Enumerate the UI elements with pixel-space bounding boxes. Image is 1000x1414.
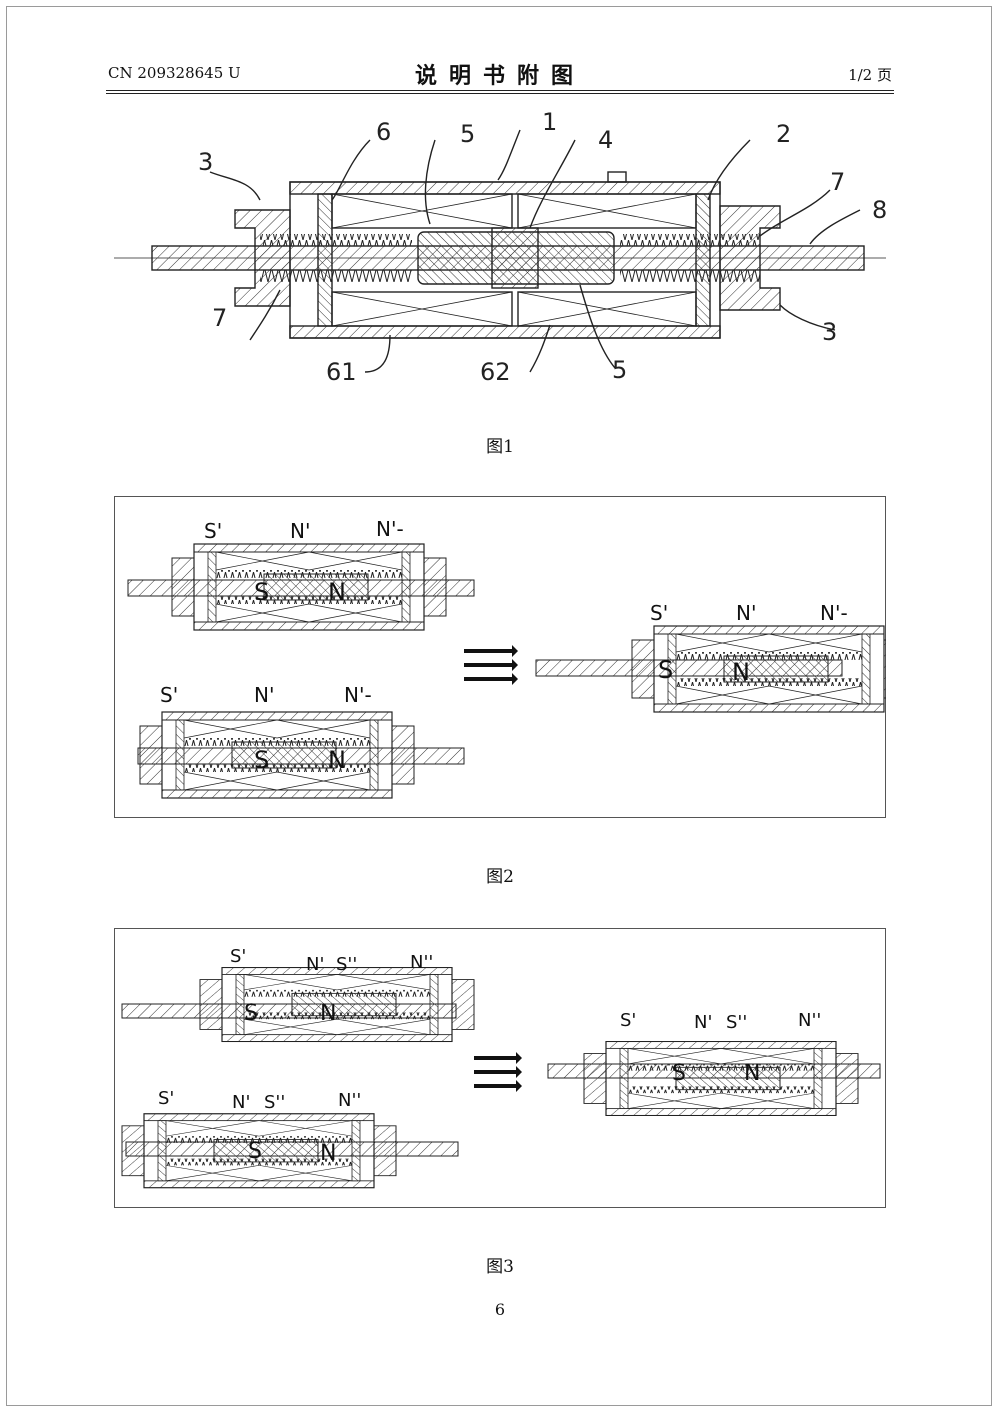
page-frame	[6, 6, 992, 1406]
label-61: 61	[326, 358, 357, 386]
fig3-r-s2: S''	[726, 1012, 747, 1033]
fig3-tl-n2: N''	[410, 952, 433, 973]
label-5-bottom: 5	[612, 356, 627, 384]
fig2-bl-s1: S'	[160, 683, 178, 707]
fig3-r-n2: N''	[798, 1010, 821, 1031]
fig3-bl-S: S	[248, 1139, 262, 1164]
fig3-bl-n2: N''	[338, 1090, 361, 1111]
fig2-bl-N: N	[328, 746, 346, 774]
fig3-bl-n1: N'	[232, 1092, 250, 1113]
document-number: CN 209328645 U	[108, 64, 241, 82]
fig3-bl-s1: S'	[158, 1088, 174, 1109]
label-1: 1	[542, 108, 557, 136]
fig2-bl-S: S	[254, 746, 269, 774]
fig2-bl-n1: N'	[254, 683, 274, 707]
label-3-bottom: 3	[822, 318, 837, 346]
fig2-bl-n2: N'-	[344, 683, 372, 707]
fig3-tl-n1: N'	[306, 954, 324, 975]
label-62: 62	[480, 358, 511, 386]
label-5-top: 5	[460, 120, 475, 148]
figure-1-drawing: 3 6 5 1 4 2 7 8 7 3 61 62 5	[114, 108, 887, 386]
page-number: 6	[494, 1300, 506, 1319]
fig3-bl-s2: S''	[264, 1092, 285, 1113]
fig2-r-S: S	[658, 656, 673, 684]
fig2-tl-n2: N'-	[376, 517, 404, 541]
figure-2-caption: 图2	[486, 867, 514, 887]
header-rule	[106, 90, 894, 91]
fig2-r-s1: S'	[650, 601, 668, 625]
fig3-r-n1: N'	[694, 1012, 712, 1033]
label-4: 4	[598, 126, 613, 154]
fig2-r-N: N	[732, 658, 750, 686]
fig2-tl-N: N	[328, 578, 346, 606]
page-title: 说明书附图	[414, 64, 585, 89]
fig2-tl-s1: S'	[204, 519, 222, 543]
fig3-r-s1: S'	[620, 1010, 636, 1031]
fig3-r-S: S	[672, 1061, 686, 1086]
label-2: 2	[776, 120, 791, 148]
fig3-tl-N: N	[320, 1001, 336, 1026]
fig3-tl-s2: S''	[336, 954, 357, 975]
figure-3-caption: 图3	[486, 1257, 514, 1277]
fig3-tl-s1: S'	[230, 946, 246, 967]
header-rule-thin	[106, 93, 894, 94]
label-8: 8	[872, 196, 887, 224]
label-7-right: 7	[830, 168, 845, 196]
fig3-bl-N: N	[320, 1141, 336, 1166]
fig2-r-n1: N'	[736, 601, 756, 625]
page-indicator: 1/2 页	[848, 66, 892, 84]
figure-3-drawing: S' N' S'' N'' S N S' N' S'' N'' S N S' N…	[121, 946, 881, 1189]
figure-1-caption: 图1	[486, 437, 514, 457]
label-7-left: 7	[212, 304, 227, 332]
label-6: 6	[376, 118, 391, 146]
fig2-r-n2: N'-	[820, 601, 848, 625]
fig3-tl-S: S	[244, 1001, 258, 1026]
fig2-tl-S: S	[254, 578, 269, 606]
label-3-top: 3	[198, 148, 213, 176]
figure-3-box	[114, 928, 886, 1208]
figure-2-drawing: S' N' N'- S N S' N' N'- S N S' N' N'- S …	[127, 517, 886, 799]
fig2-tl-n1: N'	[290, 519, 310, 543]
fig3-r-N: N	[744, 1061, 760, 1086]
